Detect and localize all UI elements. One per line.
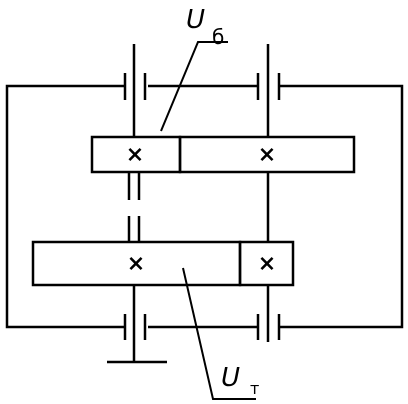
upper-ratio-label-main: U [186, 5, 205, 35]
cross-mark-lower-left: × [127, 252, 145, 277]
bearing-right-bottom [256, 314, 281, 340]
upper-ratio-label-sub: б [212, 25, 224, 49]
housing-right-side [279, 84, 404, 329]
bearing-right-top [256, 73, 281, 100]
cross-mark-upper-right: × [258, 143, 276, 168]
cross-mark-upper-left: × [126, 143, 144, 168]
cross-mark-lower-right: × [258, 252, 276, 277]
upper-ratio-leader [160, 41, 228, 132]
left-shaft [127, 44, 141, 362]
lower-gear-right [238, 240, 295, 287]
lower-ratio-label-main: U [221, 363, 240, 393]
lower-ratio-label-sub: т [250, 379, 259, 398]
lower-ratio-leader [182, 267, 256, 400]
upper-gear-right [178, 135, 356, 174]
bearing-left-top [123, 73, 147, 100]
bearing-left-bottom [123, 314, 147, 340]
housing-left-side [5, 84, 125, 329]
